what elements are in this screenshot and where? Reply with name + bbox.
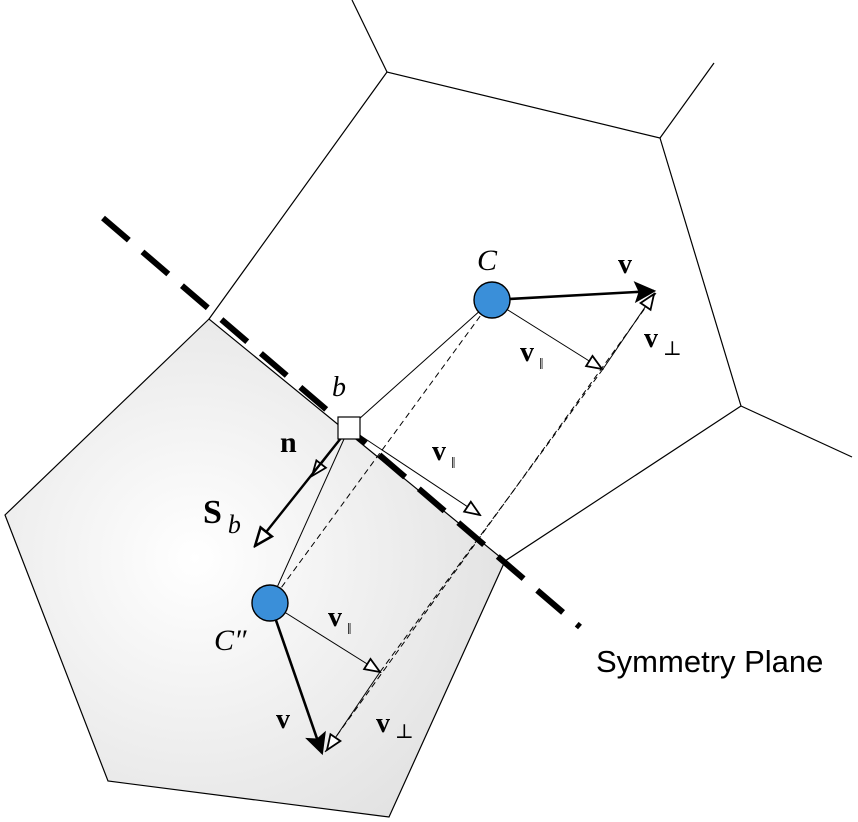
vpar-arrow-b — [348, 427, 480, 515]
velocity-arrow-c-mirror — [268, 602, 326, 756]
mesh-edge — [740, 405, 853, 458]
dashed-vpar-to-mirror — [379, 368, 604, 673]
line-b-to-c-mirror — [269, 427, 350, 604]
vpar-arrow-c-mirror — [269, 602, 380, 672]
label-n: n — [280, 426, 297, 459]
label-v-c: v — [618, 249, 632, 280]
mesh-edge — [659, 62, 715, 139]
cell-center-node — [473, 281, 511, 319]
label-c-mirror: C″ — [214, 624, 247, 657]
mirror-cell-center-node — [251, 584, 289, 622]
face-vector-arrow — [255, 427, 350, 546]
mesh-edges — [208, 0, 853, 562]
mesh-edge — [351, 0, 388, 73]
vperp-arrow-c-mirror — [327, 671, 381, 750]
line-b-to-c — [348, 299, 493, 429]
label-vpar-c: v ‖ — [520, 337, 544, 373]
label-vperp-c: v ⊥ — [644, 323, 682, 360]
vperp-arrow-c — [602, 294, 654, 370]
dashed-c-to-c-mirror — [269, 299, 493, 604]
label-v-c-mirror: v — [276, 704, 290, 735]
label-c: C — [477, 244, 498, 277]
label-vpar-c-mirror: v ‖ — [328, 602, 352, 638]
label-symmetry-plane: Symmetry Plane — [596, 644, 823, 679]
vpar-arrow-c — [491, 299, 602, 369]
label-vpar-b: v ‖ — [432, 436, 456, 472]
label-b: b — [332, 372, 346, 403]
label-vperp-c-mirror: v ⊥ — [376, 708, 414, 743]
mirror-cell — [4, 318, 506, 818]
label-face-vector: S b — [203, 494, 241, 539]
boundary-point-marker — [337, 416, 361, 440]
velocity-arrow-c — [491, 281, 657, 304]
